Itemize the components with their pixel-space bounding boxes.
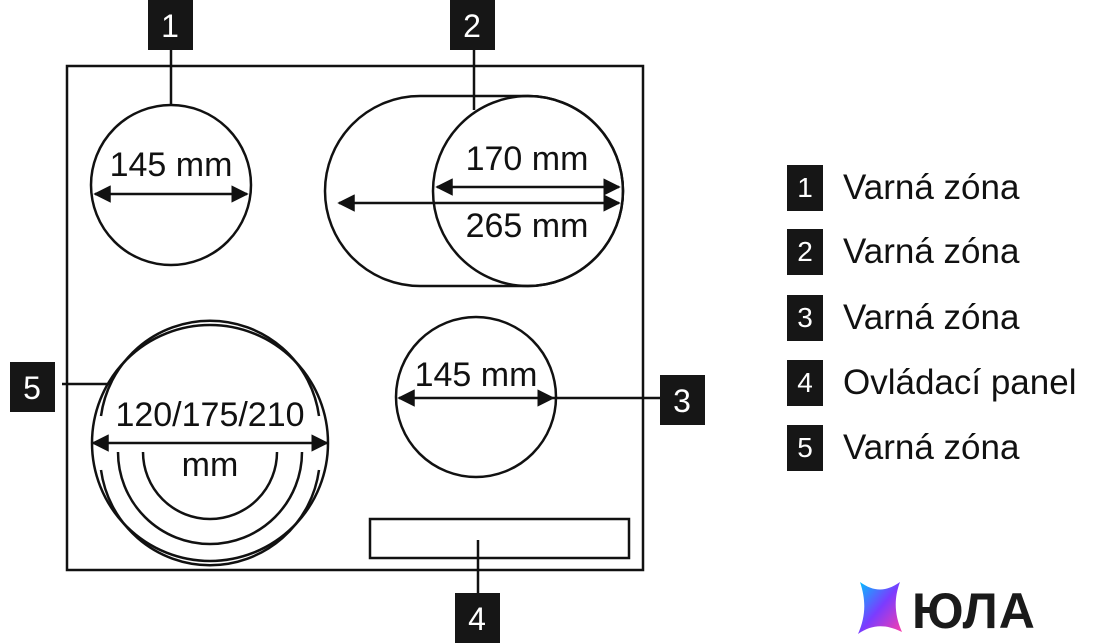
- legend-badge: 5: [787, 425, 823, 471]
- callout-badge-4: 4: [455, 593, 500, 643]
- zone-5-dimension-unit: mm: [182, 446, 239, 484]
- legend-label: Varná zóna: [843, 298, 1020, 337]
- logo-wordmark: ЮЛА: [912, 583, 1036, 639]
- svg-text:4: 4: [468, 601, 486, 637]
- legend-badge: 3: [787, 295, 823, 341]
- control-panel: [368, 517, 631, 596]
- svg-text:2: 2: [463, 8, 481, 44]
- svg-text:5: 5: [23, 370, 41, 406]
- cooktop-outline: [65, 64, 645, 572]
- legend-label: Varná zóna: [843, 232, 1020, 271]
- callout-badge-2: 2: [450, 0, 495, 50]
- zone-2-inner-dimension: 170 mm: [466, 140, 589, 178]
- callout-badge-3: 3: [660, 375, 705, 425]
- zone-1-dimension: 145 mm: [110, 146, 233, 184]
- legend-item-3: 3 Varná zóna: [787, 290, 1019, 346]
- legend-item-5: 5 Varná zóna: [787, 420, 1019, 476]
- legend-label: Varná zóna: [843, 428, 1020, 467]
- cooking-zone-2: 170 mm 265 mm: [323, 50, 625, 288]
- zone-2-outer-dimension: 265 mm: [466, 207, 589, 245]
- callout-badge-1: 1: [148, 0, 193, 50]
- cooking-zone-3: 145 mm: [394, 315, 660, 479]
- legend-item-1: 1 Varná zóna: [787, 160, 1019, 216]
- cooking-zone-5: 120/175/210 mm: [62, 319, 330, 567]
- legend-item-4: 4 Ovládací panel: [787, 355, 1076, 411]
- logo-star-icon: [858, 582, 902, 634]
- watermark-logo: ЮЛА: [852, 578, 1092, 640]
- callout-badge-5: 5: [10, 362, 55, 412]
- legend-badge: 2: [787, 229, 823, 275]
- legend-item-2: 2 Varná zóna: [787, 224, 1019, 280]
- svg-text:1: 1: [161, 8, 179, 44]
- legend-label: Ovládací panel: [843, 363, 1077, 402]
- zone-5-dimension-values: 120/175/210: [115, 396, 304, 434]
- cooking-zone-1: 145 mm: [89, 50, 253, 267]
- zone-3-dimension: 145 mm: [415, 356, 538, 394]
- legend-badge: 1: [787, 165, 823, 211]
- svg-text:3: 3: [673, 383, 691, 419]
- legend-badge: 4: [787, 360, 823, 406]
- legend-label: Varná zóna: [843, 168, 1020, 207]
